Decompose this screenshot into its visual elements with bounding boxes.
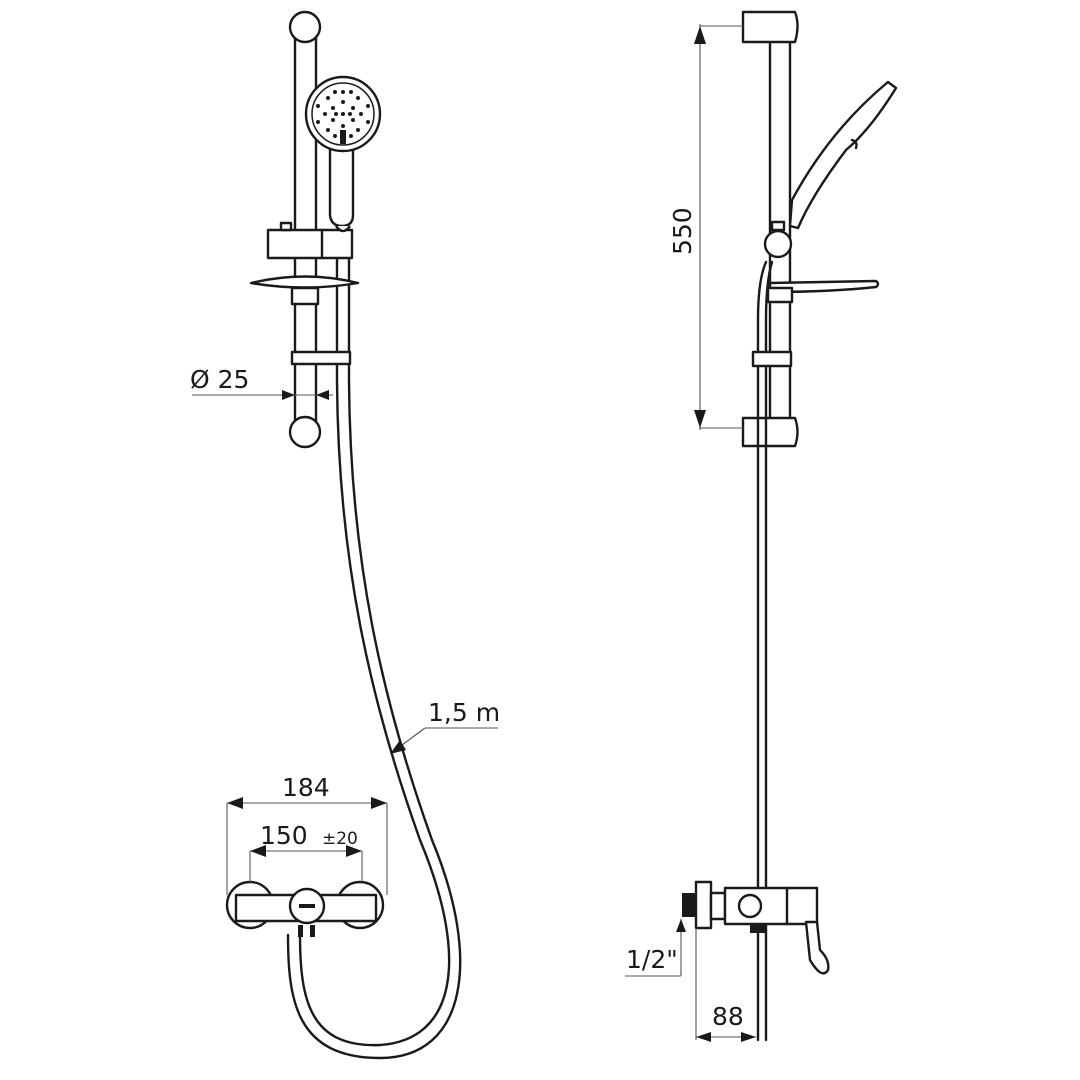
dimension-hose-length (390, 727, 498, 754)
dimension-rail-height (694, 24, 743, 430)
bottom-wall-bracket (741, 416, 799, 448)
dimension-centres (249, 845, 363, 882)
dimension-inlet-thread (625, 919, 686, 977)
label-inlet-thread: 1/2" (626, 945, 678, 974)
top-wall-bracket (741, 10, 799, 44)
label-overall-width: 184 (282, 773, 330, 802)
shower-hose (298, 238, 451, 1047)
slider-holder (266, 221, 354, 260)
spray-nozzles (316, 90, 370, 138)
dimension-wall-projection (695, 928, 756, 1042)
label-rail-diameter: Ø 25 (190, 365, 250, 394)
front-view (192, 10, 498, 1060)
wall-mixer (225, 880, 385, 937)
soap-dish (249, 275, 360, 306)
label-centres-tolerance: ±20 (322, 829, 358, 849)
side-slider (763, 229, 793, 259)
side-hand-shower (788, 80, 898, 230)
dimension-rail-diameter (192, 390, 333, 400)
rail-hose-ring (290, 350, 352, 366)
dimension-overall-width (226, 797, 388, 895)
hand-shower (304, 75, 382, 228)
label-hose-length: 1,5 m (428, 698, 501, 727)
side-mixer (682, 880, 830, 975)
label-rail-height: 550 (668, 207, 697, 255)
label-centres: 150 (260, 821, 308, 850)
side-view (625, 10, 898, 1042)
label-wall-projection: 88 (712, 1002, 744, 1031)
